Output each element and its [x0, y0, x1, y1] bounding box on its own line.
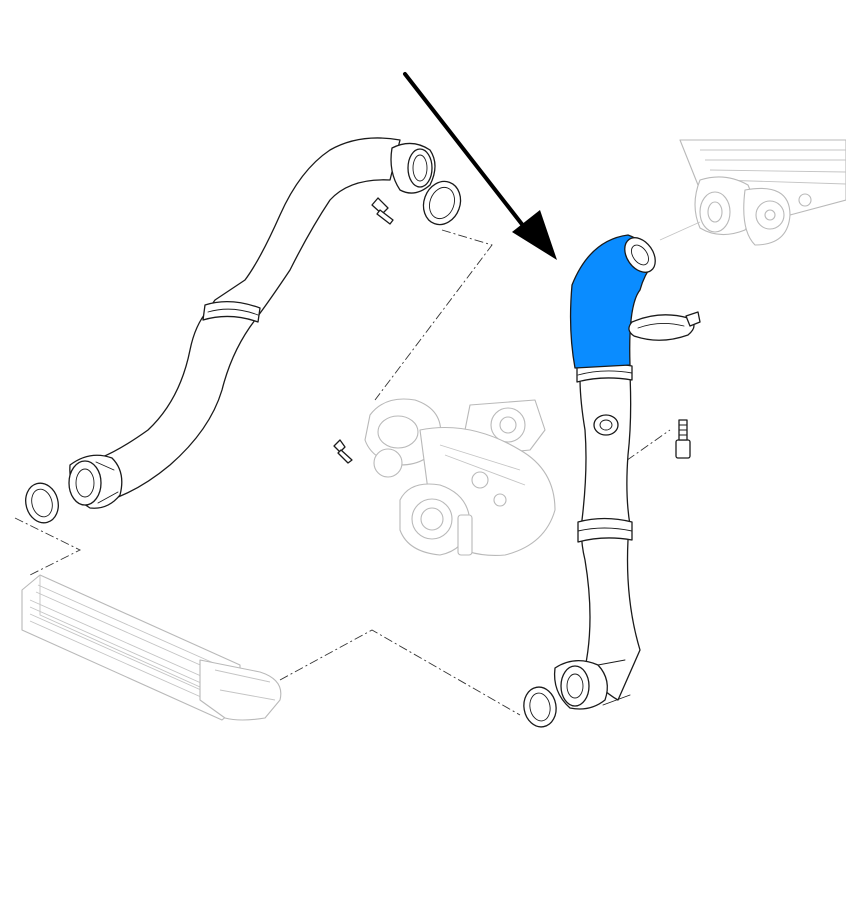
intercooler — [21, 574, 282, 721]
sensor — [675, 419, 691, 459]
o-ring-seals — [25, 180, 557, 728]
throttle-housing — [659, 139, 846, 246]
pointer-arrow — [403, 72, 557, 260]
charge-air-hose-right — [553, 362, 641, 710]
turbocharger — [364, 398, 556, 556]
bolts — [333, 197, 394, 464]
charge-air-hose-left — [68, 137, 436, 509]
leader-lines — [14, 229, 671, 716]
highlighted-hose-section — [569, 234, 656, 369]
hose-clamp — [628, 311, 701, 341]
